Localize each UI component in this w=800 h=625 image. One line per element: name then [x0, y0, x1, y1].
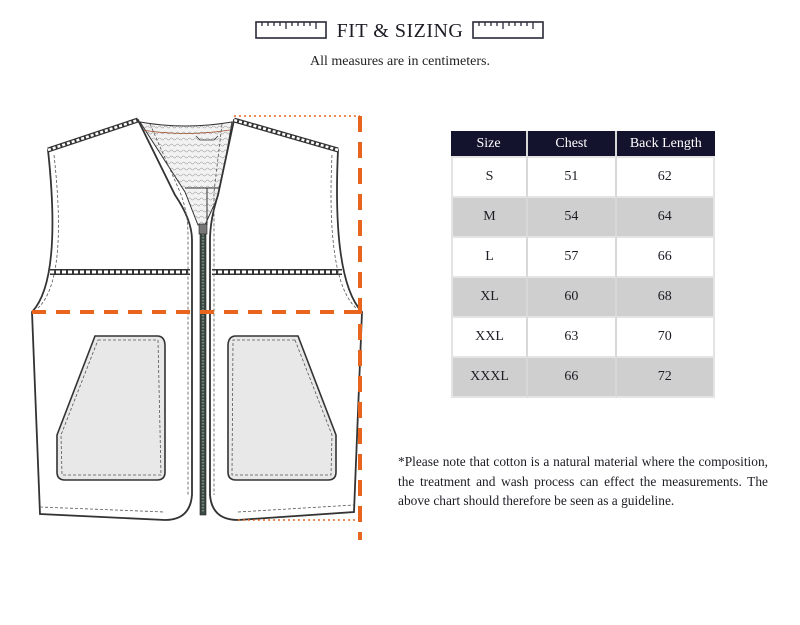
chest-cell: 66 — [528, 356, 617, 398]
page-title: FIT & SIZING — [336, 20, 464, 42]
size-cell: L — [451, 236, 529, 276]
size-cell: XL — [451, 276, 529, 316]
units-subtitle: All measures are in centimeters. — [310, 54, 490, 69]
chest-cell: 63 — [528, 316, 617, 356]
table-row: S 51 62 — [451, 156, 715, 196]
chest-cell: 54 — [528, 196, 617, 236]
size-chart-table: Size Chest Back Length S 51 62 M 54 64 L… — [451, 131, 715, 398]
page-header: FIT & SIZING — [0, 18, 800, 48]
size-cell: XXL — [451, 316, 529, 356]
size-cell: XXXL — [451, 356, 529, 398]
chest-cell: 57 — [528, 236, 617, 276]
column-header-back-length: Back Length — [616, 131, 715, 156]
column-header-size: Size — [451, 131, 529, 156]
table-row: XXXL 66 72 — [451, 356, 715, 398]
back-length-cell: 68 — [616, 276, 715, 316]
table-row: XXL 63 70 — [451, 316, 715, 356]
back-length-cell: 70 — [616, 316, 715, 356]
table-row: M 54 64 — [451, 196, 715, 236]
back-length-cell: 66 — [616, 236, 715, 276]
size-cell: M — [451, 196, 529, 236]
ruler-icon — [472, 21, 544, 39]
table-header-row: Size Chest Back Length — [451, 131, 715, 156]
ruler-icon — [255, 21, 327, 39]
table-row: XL 60 68 — [451, 276, 715, 316]
back-length-cell: 72 — [616, 356, 715, 398]
back-length-cell: 62 — [616, 156, 715, 196]
back-length-cell: 64 — [616, 196, 715, 236]
left-pocket — [56, 335, 166, 481]
size-cell: S — [451, 156, 529, 196]
care-disclaimer-note: *Please note that cotton is a natural ma… — [398, 454, 768, 508]
vest-illustration — [31, 115, 363, 540]
right-pocket — [227, 335, 337, 481]
chest-cell: 60 — [528, 276, 617, 316]
column-header-chest: Chest — [528, 131, 617, 156]
table-row: L 57 66 — [451, 236, 715, 276]
chest-cell: 51 — [528, 156, 617, 196]
